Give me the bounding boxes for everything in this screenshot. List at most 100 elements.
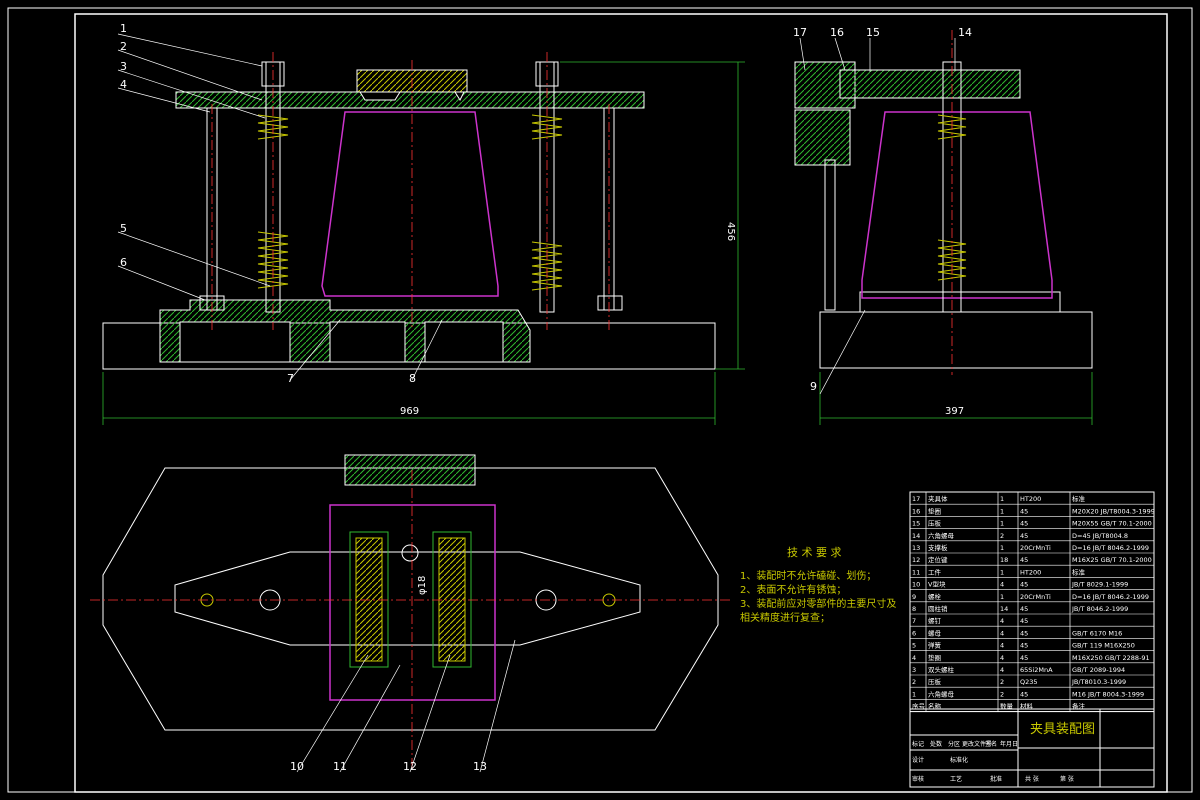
bom-cell: 20CrMnTi xyxy=(1020,544,1051,552)
bom-cell: 螺母 xyxy=(928,628,942,637)
bom-cell: 14 xyxy=(912,532,920,540)
bom-cell: 4 xyxy=(912,654,916,662)
bom-cell: GB/T 2089-1994 xyxy=(1072,666,1125,674)
bom-cell: 1 xyxy=(1000,520,1004,528)
title-block-label: 共 张 xyxy=(1025,775,1039,783)
callout-15: 15 xyxy=(866,26,880,39)
bom-cell: 夹具体 xyxy=(928,494,948,503)
bom-cell: M16X25 GB/T 70.1-2000 xyxy=(1072,556,1152,564)
callout-leaders xyxy=(117,33,956,773)
callout-17: 17 xyxy=(793,26,807,39)
bom-cell: 45 xyxy=(1020,556,1028,564)
top-view xyxy=(90,454,730,770)
bom-cell: 45 xyxy=(1020,629,1028,637)
bom-cell: JB/T 8046.2-1999 xyxy=(1071,605,1128,613)
bom-cell: M20X55 GB/T 70.1-2000 xyxy=(1072,520,1152,528)
bom-cell: 螺钉 xyxy=(928,616,942,625)
title-block-label: 处数 xyxy=(930,740,942,748)
tech-req-line-2: 2、表面不允许有锈蚀； xyxy=(740,583,846,596)
bom-cell: 1 xyxy=(1000,544,1004,552)
bom-cell: 2 xyxy=(912,678,916,686)
title-block-label: 标记 xyxy=(912,740,924,748)
callout-5: 5 xyxy=(120,222,127,235)
callout-1: 1 xyxy=(120,22,127,35)
bom-cell: D=16 JB/T 8046.2-1999 xyxy=(1072,593,1149,601)
bom-cell: 2 xyxy=(1000,678,1004,686)
dim-width-side: 397 xyxy=(945,406,964,417)
title-block-label: 工艺 xyxy=(950,775,962,783)
outer-border xyxy=(7,7,1193,793)
bom-cell: JB/T 8029.1-1999 xyxy=(1071,581,1128,589)
bom-cell: M16 JB/T 8004.3-1999 xyxy=(1072,690,1144,698)
bom-cell: 垫圈 xyxy=(928,653,941,662)
bom-cell: 45 xyxy=(1020,642,1028,650)
callout-numbers: 1 2 3 4 5 6 7 8 9 10 11 12 13 14 15 16 1… xyxy=(120,22,972,773)
callout-6: 6 xyxy=(120,256,127,269)
bom-cell: 4 xyxy=(1000,581,1004,589)
bom-cell: 2 xyxy=(1000,690,1004,698)
bom-cell: 8 xyxy=(912,605,916,613)
bom-cell: 2 xyxy=(1000,532,1004,540)
title-block-label: 批准 xyxy=(990,775,1002,783)
bom-cell: HT200 xyxy=(1020,568,1041,576)
title-block-label: 第 张 xyxy=(1060,775,1074,783)
bom-cell: JB/T8010.3-1999 xyxy=(1071,678,1126,686)
bom-cell: 1 xyxy=(1000,568,1004,576)
bom-cell: 45 xyxy=(1020,532,1028,540)
tech-req-heading: 技 术 要 求 xyxy=(787,546,842,559)
bom-cell: 45 xyxy=(1020,654,1028,662)
bom-cell: 45 xyxy=(1020,605,1028,613)
bom-cell: 垫圈 xyxy=(928,506,941,515)
bom-cell: V型块 xyxy=(928,580,946,589)
tech-req-line-3: 3、装配前应对零部件的主要尺寸及 xyxy=(740,597,896,610)
callout-12: 12 xyxy=(403,760,417,773)
bom-cell: 标准 xyxy=(1072,494,1086,503)
callout-3: 3 xyxy=(120,60,127,73)
callout-4: 4 xyxy=(120,78,127,91)
title-block-label: 年月日 xyxy=(1000,740,1018,748)
bom-cell: 4 xyxy=(1000,666,1004,674)
bom-cell: 7 xyxy=(912,617,916,625)
bom-cell: 圆柱销 xyxy=(928,604,948,613)
bom-cell: 压板 xyxy=(928,677,942,686)
callout-10: 10 xyxy=(290,760,304,773)
bom-cell: 12 xyxy=(912,556,920,564)
bom-cell: 1 xyxy=(1000,593,1004,601)
bom-cell: 1 xyxy=(1000,507,1004,515)
dim-width-front: 969 xyxy=(400,406,419,417)
bom-cell: 双头螺柱 xyxy=(928,665,955,674)
bom-cell: 压板 xyxy=(928,519,942,528)
bom-cell: 4 xyxy=(1000,642,1004,650)
bom-cell: 45 xyxy=(1020,507,1028,515)
callout-14: 14 xyxy=(958,26,972,39)
bom-cell: 18 xyxy=(1000,556,1008,564)
bom-cell: 15 xyxy=(912,520,920,528)
bom-cell: 1 xyxy=(912,690,916,698)
bom-cell: 5 xyxy=(912,642,916,650)
dim-height: 456 xyxy=(725,222,736,241)
bom-cell: D=16 JB/T 8046.2-1999 xyxy=(1072,544,1149,552)
bom-cell: 10 xyxy=(912,581,920,589)
bom-cell: M20X20 JB/T8004.3-1999 xyxy=(1072,507,1155,515)
bom-cell: D=45 JB/T8004.8 xyxy=(1072,532,1128,540)
callout-13: 13 xyxy=(473,760,487,773)
bom-cell: 9 xyxy=(912,593,916,601)
bom-cell: 20CrMnTi xyxy=(1020,593,1051,601)
bom-cell: 11 xyxy=(912,568,920,576)
technical-requirements: 技 术 要 求 1、装配时不允许磕碰、划伤； 2、表面不允许有锈蚀； 3、装配前… xyxy=(740,546,896,624)
bom-cell: 16 xyxy=(912,507,920,515)
bom-cell: GB/T 119 M16X250 xyxy=(1072,642,1135,650)
title-block-label: 审核 xyxy=(912,775,924,783)
callout-11: 11 xyxy=(333,760,347,773)
front-view xyxy=(102,52,745,425)
callout-16: 16 xyxy=(830,26,844,39)
bom-cell: 6 xyxy=(912,629,916,637)
bom-cell: 17 xyxy=(912,495,920,503)
title-block-label: 分区 xyxy=(948,740,960,748)
title-block-label: 更改文件号 xyxy=(962,740,992,748)
callout-7: 7 xyxy=(287,372,294,385)
bom-cell: 14 xyxy=(1000,605,1008,613)
bom-cell: 1 xyxy=(1000,495,1004,503)
